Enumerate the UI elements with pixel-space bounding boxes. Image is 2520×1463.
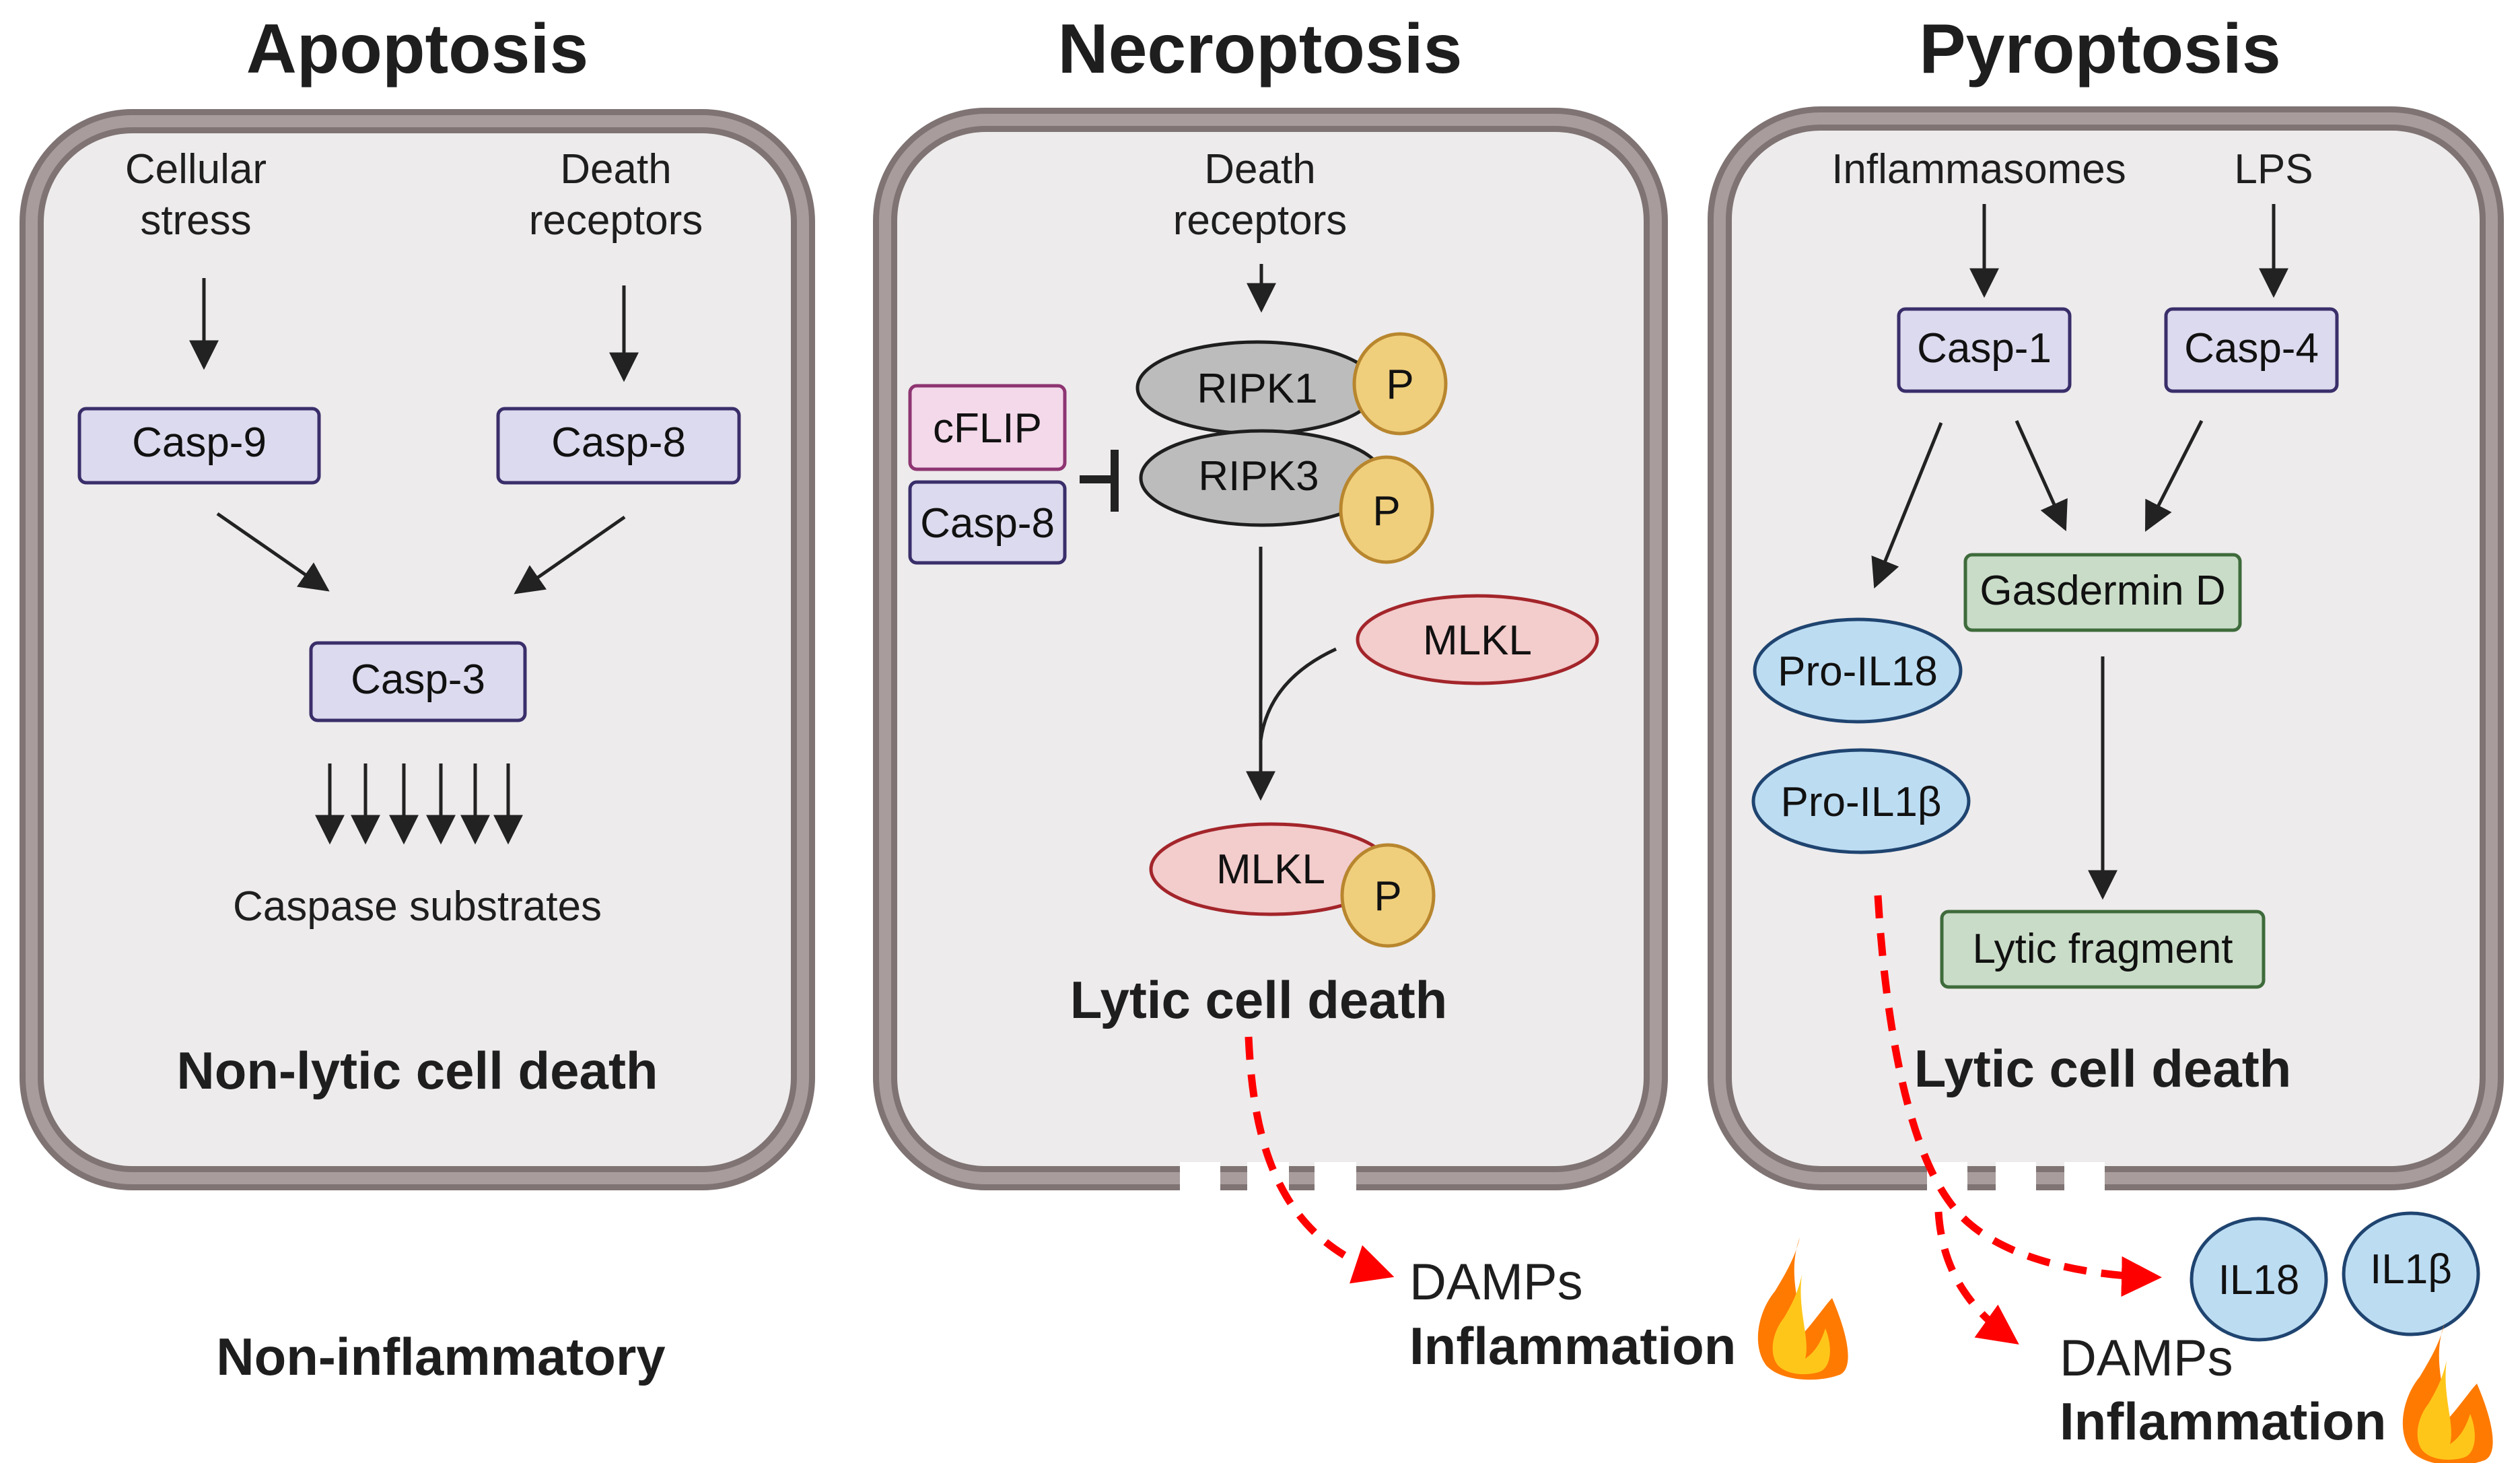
apoptosis-panel: Apoptosis Cellular stress Death receptor… [20, 10, 815, 1386]
caspase-substrates-label: Caspase substrates [233, 883, 602, 930]
casp4-box: Casp-4 [2164, 307, 2339, 393]
cellular-stress-label-line1: Cellular [125, 146, 267, 193]
release-arrow-damps [1245, 1036, 1395, 1284]
necroptosis-outcome: Lytic cell death [1070, 970, 1448, 1029]
ripk1-label: RIPK1 [1197, 366, 1317, 412]
flame-icon [1757, 1237, 1848, 1380]
arrow-casp1-to-gasdermin [2015, 419, 2068, 532]
lytic-fragment-box: Lytic fragment [1940, 910, 2266, 989]
casp9-box: Casp-9 [77, 407, 321, 485]
nec-casp8-box: Casp-8 [908, 480, 1067, 565]
arrow-casp1-to-pro-il [1871, 422, 1943, 589]
arrow-casp9-to-casp3 [216, 512, 330, 592]
apoptosis-consequence: Non-inflammatory [216, 1327, 665, 1386]
casp9-label: Casp-9 [132, 419, 267, 466]
pro-il18-label: Pro-IL18 [1778, 648, 1938, 695]
mlkl-node: MLKL [1356, 594, 1599, 685]
flame-icon [2402, 1323, 2493, 1463]
phosphate-label: P [1374, 873, 1401, 920]
release-arrow-interleukins [1874, 895, 2162, 1297]
pyroptosis-outcome: Lytic cell death [1914, 1039, 2292, 1098]
ripk3-phosphate: P [1339, 455, 1434, 564]
il18-label: IL18 [2218, 1257, 2300, 1303]
ripk3-node: RIPK3 [1139, 429, 1385, 527]
lps-label: LPS [2234, 146, 2313, 193]
inhibition-symbol [1080, 450, 1119, 512]
pyro-inflammation-label: Inflammation [2060, 1392, 2386, 1451]
membrane-pores [1927, 1162, 2105, 1196]
lytic-fragment-label: Lytic fragment [1972, 926, 2233, 972]
il1b-label: IL1β [2370, 1246, 2452, 1293]
nec-damps-label: DAMPs [1409, 1254, 1583, 1311]
apoptosis-outcome: Non-lytic cell death [176, 1041, 658, 1100]
release-arrow-damps [1934, 1211, 2019, 1345]
cellular-stress-label-line2: stress [140, 197, 251, 244]
death-receptors-label-line1: Death [560, 146, 671, 193]
pyroptosis-title: Pyroptosis [1919, 10, 2280, 88]
ripk1-node: RIPK1 [1135, 340, 1379, 436]
casp1-label: Casp-1 [1917, 325, 2052, 372]
casp3-label: Casp-3 [351, 656, 485, 703]
arrow-casp4-to-gasdermin [2144, 419, 2204, 532]
gasdermin-box: Gasdermin D [1963, 553, 2242, 632]
nec-death-receptors-line1: Death [1204, 146, 1315, 193]
mlkl-label: MLKL [1423, 617, 1532, 664]
nec-casp8-label: Casp-8 [920, 500, 1055, 547]
phosphate-label: P [1386, 362, 1413, 408]
inflammasomes-label: Inflammasomes [1831, 146, 2126, 193]
ripk3-label: RIPK3 [1198, 453, 1319, 500]
cflip-label: cFLIP [933, 405, 1042, 452]
necroptosis-panel: Necroptosis Death receptors cFLIP Casp-8 [873, 10, 1848, 1380]
cflip-box: cFLIP [908, 384, 1067, 471]
phospho-mlkl-label: MLKL [1216, 846, 1325, 893]
apoptosis-title: Apoptosis [246, 10, 588, 88]
pyro-damps-label: DAMPs [2060, 1330, 2233, 1387]
phospho-mlkl-node: MLKL P [1149, 822, 1436, 948]
casp4-label: Casp-4 [2184, 325, 2319, 372]
necroptosis-title: Necroptosis [1057, 10, 1462, 88]
nec-inflammation-label: Inflammation [1409, 1316, 1736, 1375]
pyroptosis-panel: Pyroptosis Inflammasomes LPS Casp-1 Casp… [1708, 10, 2504, 1463]
nec-death-receptors-line2: receptors [1173, 197, 1347, 244]
substrate-arrows [315, 763, 523, 845]
death-receptors-label-line2: receptors [529, 197, 703, 244]
casp3-box: Casp-3 [309, 641, 527, 722]
phosphate-label: P [1372, 488, 1400, 535]
arrow-casp8-to-casp3 [514, 515, 626, 594]
pro-il18-node: Pro-IL18 [1753, 617, 1963, 724]
arrow-mlkl-merge [1259, 647, 1337, 741]
casp8-label: Casp-8 [551, 419, 686, 466]
gasdermin-label: Gasdermin D [1980, 568, 2225, 614]
casp8-box: Casp-8 [496, 407, 741, 485]
necroptosis-cell [873, 108, 1668, 1196]
casp1-box: Casp-1 [1897, 307, 2072, 393]
il18-node: IL18 [2190, 1217, 2328, 1342]
il1b-node: IL1β [2342, 1211, 2480, 1336]
ripk1-phosphate: P [1352, 332, 1448, 436]
pro-il1b-label: Pro-IL1β [1781, 779, 1942, 825]
pro-il1b-node: Pro-IL1β [1751, 748, 1971, 854]
